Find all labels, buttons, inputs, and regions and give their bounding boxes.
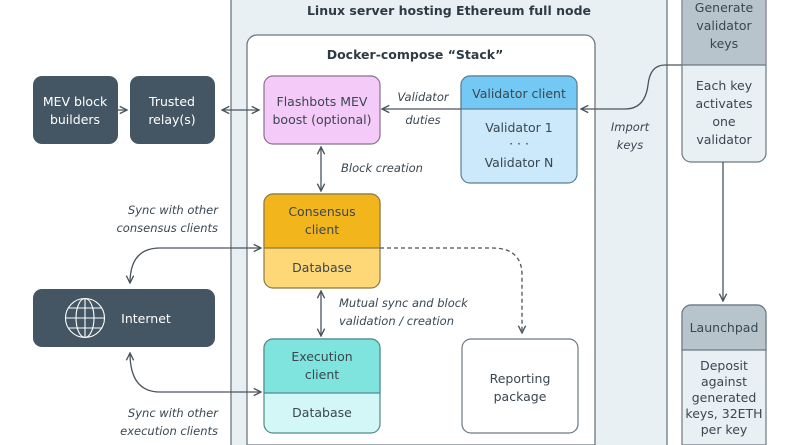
svg-text:against: against — [701, 374, 747, 389]
svg-text:validator: validator — [696, 18, 752, 33]
generate-validator-keys-box: Generate validator keys Each key activat… — [681, 0, 767, 163]
consensus-database: Database — [292, 260, 352, 275]
svg-text:Deposit: Deposit — [700, 358, 748, 373]
svg-text:Trusted: Trusted — [148, 94, 195, 109]
validator-ellipsis: · · · — [509, 136, 529, 151]
validator-item: Validator N — [485, 155, 554, 170]
svg-text:one: one — [712, 114, 736, 129]
flashbots-mev-boost-box: Flashbots MEV boost (optional) — [263, 75, 381, 145]
consensus-sync-arrow — [130, 248, 261, 283]
execution-database: Database — [292, 405, 352, 420]
svg-text:client: client — [305, 367, 339, 382]
svg-text:validator: validator — [696, 132, 752, 147]
validator-item: Validator 1 — [485, 120, 552, 135]
svg-text:keys, 32ETH: keys, 32ETH — [685, 406, 762, 421]
svg-text:keys: keys — [710, 36, 738, 51]
execution-client-box: Execution client Database — [263, 338, 381, 434]
reporting-package-box: Reporting package — [461, 338, 579, 434]
svg-text:client: client — [305, 222, 339, 237]
svg-text:Consensus: Consensus — [288, 204, 355, 219]
svg-text:execution clients: execution clients — [120, 424, 218, 438]
svg-text:Flashbots MEV: Flashbots MEV — [277, 94, 368, 109]
svg-text:keys: keys — [617, 138, 644, 152]
svg-text:Execution: Execution — [291, 349, 352, 364]
svg-text:package: package — [494, 389, 547, 404]
mutual-sync-label: Mutual sync and block — [339, 296, 469, 310]
svg-text:per key: per key — [701, 422, 748, 437]
launchpad-box: Launchpad Deposit against generated keys… — [681, 304, 767, 445]
trusted-relays-box: Trusted relay(s) — [130, 76, 215, 144]
svg-text:Generate: Generate — [695, 0, 754, 15]
docker-title: Docker-compose “Stack” — [327, 47, 504, 62]
svg-text:duties: duties — [405, 113, 440, 127]
import-keys-arrow — [581, 64, 682, 109]
server-title: Linux server hosting Ethereum full node — [307, 3, 591, 18]
svg-text:relay(s): relay(s) — [148, 112, 195, 127]
svg-text:MEV block: MEV block — [43, 94, 108, 109]
svg-text:activates: activates — [695, 96, 752, 111]
block-creation-label: Block creation — [341, 161, 423, 175]
svg-text:Launchpad: Launchpad — [690, 320, 759, 335]
mev-block-builders-box: MEV block builders — [33, 76, 118, 144]
import-keys-label: Import — [611, 120, 650, 134]
reporting-dashed-arrow — [380, 247, 522, 333]
svg-text:Reporting: Reporting — [490, 371, 551, 386]
sync-execution-label: Sync with other — [128, 406, 219, 420]
svg-text:consensus clients: consensus clients — [116, 221, 218, 235]
consensus-client-box: Consensus client Database — [263, 193, 381, 289]
validator-client-title: Validator client — [472, 86, 566, 101]
svg-text:boost (optional): boost (optional) — [272, 112, 371, 127]
execution-sync-arrow — [130, 353, 261, 392]
internet-label: Internet — [121, 311, 171, 326]
validator-duties-label: Validator — [397, 90, 449, 104]
svg-text:builders: builders — [50, 112, 100, 127]
svg-text:generated: generated — [692, 390, 757, 405]
svg-text:Each key: Each key — [696, 78, 753, 93]
validator-client-box: Validator client Validator 1 · · · Valid… — [460, 75, 578, 184]
svg-text:validation / creation: validation / creation — [339, 314, 454, 328]
internet-box: Internet — [33, 289, 215, 347]
sync-consensus-label: Sync with other — [128, 203, 219, 217]
globe-icon — [64, 297, 106, 339]
